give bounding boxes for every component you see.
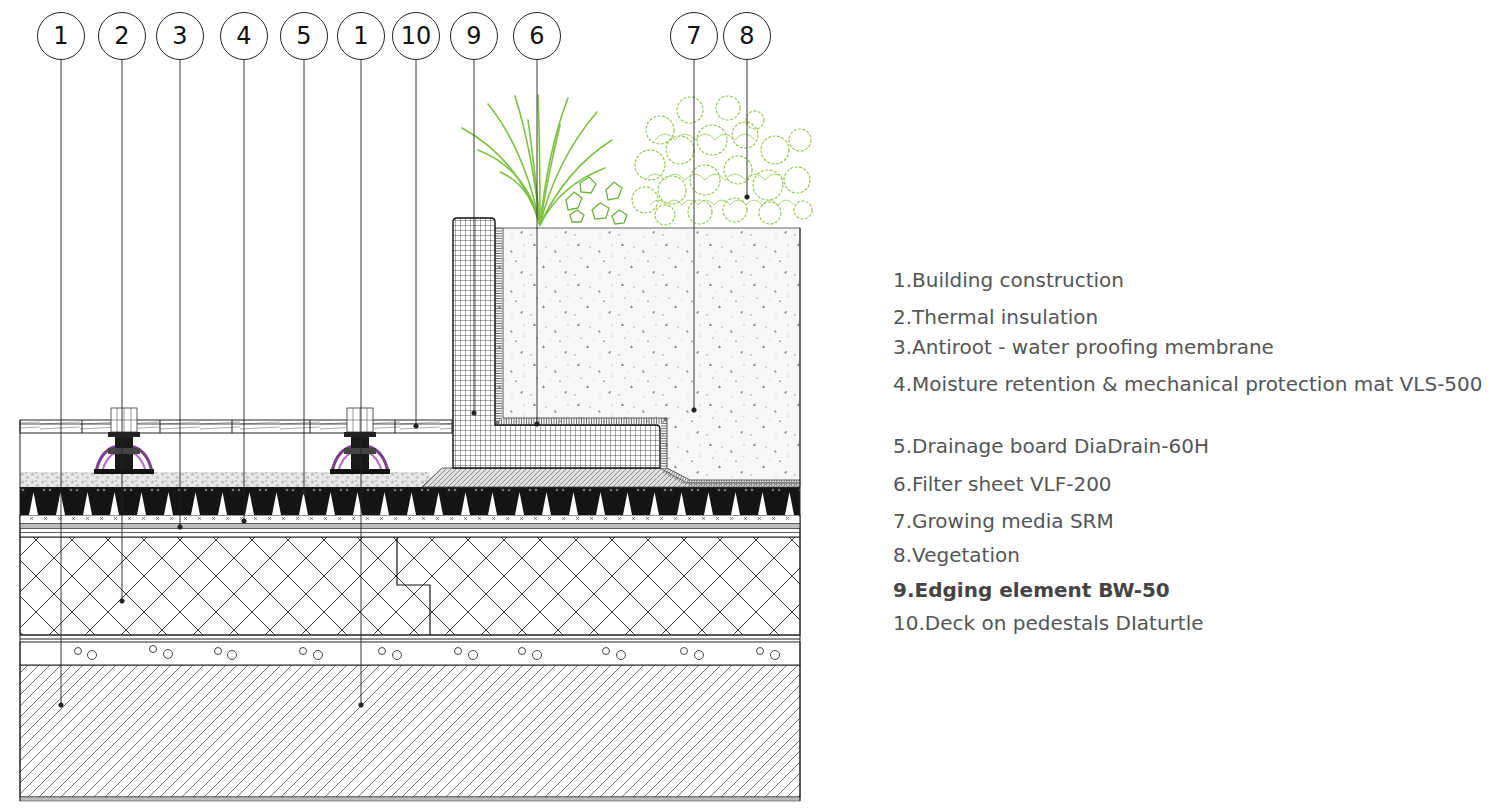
key-entry: 2.Thermal insulation	[893, 303, 1493, 332]
key-entry: 7.Growing media SRM	[893, 507, 1493, 536]
filter-layer	[422, 468, 800, 487]
callout-circle: 9	[450, 12, 498, 60]
callout-number: 5	[296, 24, 311, 48]
callout-number: 9	[466, 24, 481, 48]
key-entry: 8.Vegetation	[893, 541, 1493, 570]
callout-number: 1	[353, 24, 368, 48]
callout-circle: 1	[37, 12, 85, 60]
callout-circle: 4	[220, 12, 268, 60]
vegetation-leaves	[566, 177, 627, 224]
callout-number: 4	[236, 24, 251, 48]
section-border	[20, 228, 800, 801]
callout-number: 8	[739, 24, 754, 48]
callout-number: 6	[529, 24, 544, 48]
vegetation-shrub-detail	[645, 134, 794, 205]
callout-circle: 5	[280, 12, 328, 60]
gravel-layer	[20, 472, 430, 487]
vegetation-shrub	[632, 96, 812, 225]
key-entry: 5.Drainage board DiaDrain-60H	[893, 432, 1493, 461]
callout-circle: 6	[513, 12, 561, 60]
key-entry: 3.Antiroot - water proofing membrane	[893, 333, 1493, 362]
edging-element	[453, 218, 660, 468]
callout-number: 2	[114, 24, 129, 48]
callout-number: 10	[401, 24, 432, 48]
key-entry: 4.Moisture retention & mechanical protec…	[893, 370, 1493, 399]
callout-circle: 7	[670, 12, 718, 60]
callout-circle: 10	[392, 12, 440, 60]
key-entry: 6.Filter sheet VLF-200	[893, 470, 1493, 499]
key-entry: 9.Edging element BW-50	[893, 576, 1493, 605]
key-entry: 1.Building construction	[893, 266, 1493, 295]
callout-circle: 2	[98, 12, 146, 60]
deck-boards	[20, 420, 452, 433]
thermal-insulation	[20, 537, 800, 635]
key-entry: 10.Deck on pedestals DIaturtle	[893, 609, 1493, 638]
building-construction	[20, 635, 800, 801]
callout-number: 3	[172, 24, 187, 48]
leader-lines	[59, 60, 749, 707]
callout-circle: 3	[156, 12, 204, 60]
callout-number: 7	[686, 24, 701, 48]
pedestal	[94, 408, 154, 474]
callout-circle: 8	[723, 12, 771, 60]
pedestal	[330, 408, 390, 474]
callout-number: 1	[53, 24, 68, 48]
callout-circle: 1	[337, 12, 385, 60]
waterproofing-membrane	[20, 515, 800, 537]
drainage-board	[20, 487, 800, 515]
